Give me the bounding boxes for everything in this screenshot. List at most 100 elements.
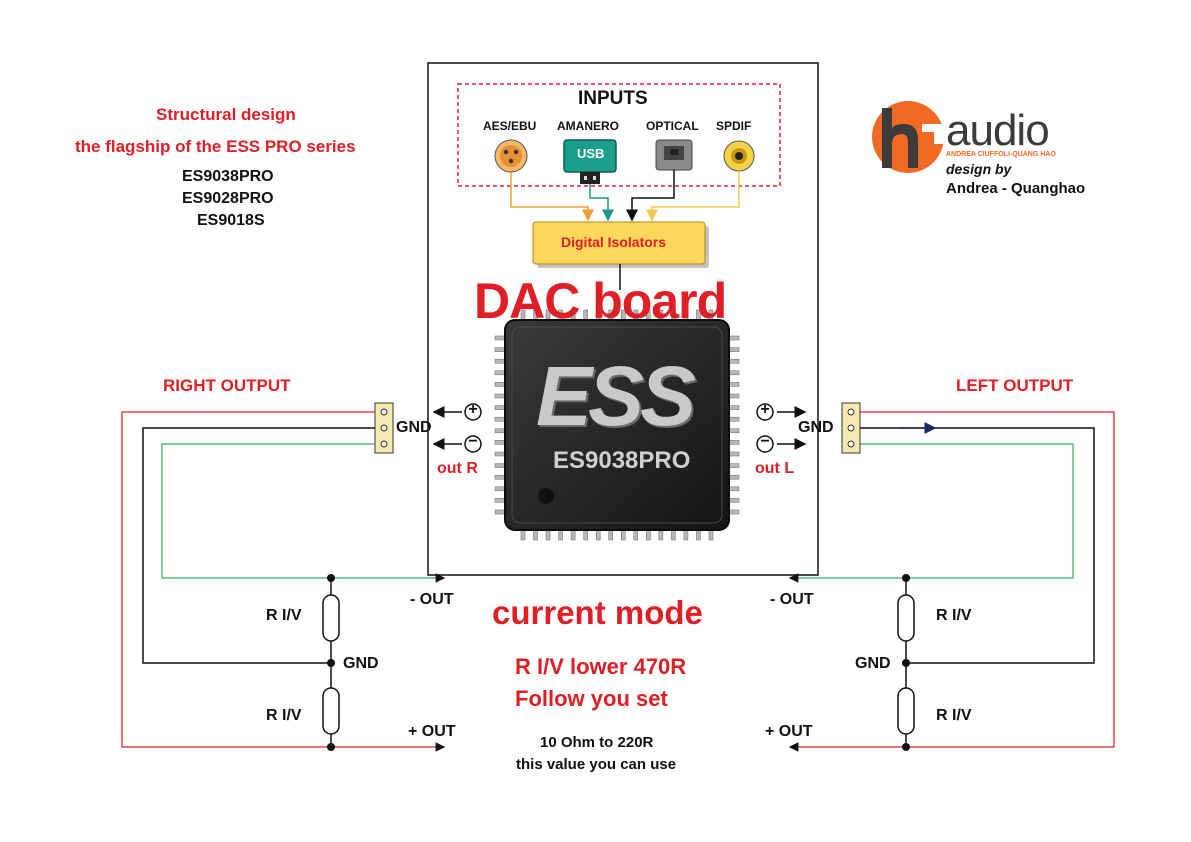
digital-isolators-box — [532, 221, 706, 265]
chip-pin — [728, 347, 740, 352]
minus-sign-right: − — [468, 433, 478, 450]
left-riv-top: R I/V — [936, 607, 972, 624]
optical-connector-icon — [655, 139, 693, 171]
usb-label: USB — [577, 146, 605, 161]
left-minus-out: - OUT — [770, 591, 814, 608]
chip-pin — [494, 474, 506, 480]
plus-sign-left: + — [760, 401, 770, 418]
right-riv-top: R I/V — [266, 607, 302, 624]
plus-badge-right — [464, 403, 482, 421]
range-note-line1: 10 Ohm to 220R — [540, 734, 654, 751]
current-mode-label: current mode — [492, 594, 703, 631]
chip-pin — [728, 451, 740, 457]
chip-pin — [728, 416, 740, 422]
right-plus-out: + OUT — [408, 723, 456, 740]
left-plus-wire — [788, 411, 1115, 752]
plus-sign-right: + — [468, 401, 478, 418]
left-output-title: LEFT OUTPUT — [956, 376, 1074, 395]
left-header-gnd: GND — [798, 419, 834, 436]
chip-name-1: ES9038PRO — [182, 168, 274, 185]
chip-pin — [621, 529, 626, 541]
chip-pin — [558, 529, 563, 541]
right-output-title: RIGHT OUTPUT — [163, 376, 291, 395]
chip-pin — [494, 451, 506, 457]
chip-pin — [595, 529, 601, 541]
input-label-aes: AES/EBU — [483, 119, 537, 133]
isolators-label: Digital Isolators — [561, 234, 667, 250]
riv-note-line2: Follow you set — [515, 686, 668, 711]
chip-pin — [708, 529, 714, 541]
out-l-label: out L — [755, 460, 795, 477]
chip-pin — [683, 529, 689, 541]
input-label-amanero: AMANERO — [557, 119, 619, 133]
right-header-gnd: GND — [396, 419, 432, 436]
chip-pin — [728, 335, 740, 341]
riv-note-line1: R I/V lower 470R — [515, 654, 687, 679]
chip-pin — [494, 440, 506, 445]
range-note-line2: this value you can use — [516, 756, 677, 773]
left-riv-bottom: R I/V — [936, 707, 972, 724]
right-riv-bottom: R I/V — [266, 707, 302, 724]
inputs-frame — [457, 83, 781, 187]
chip-pin — [696, 529, 701, 541]
chip-pin — [633, 529, 639, 541]
left-plus-out: + OUT — [765, 723, 813, 740]
chip-pin — [494, 463, 506, 468]
logo-design-by: design by — [946, 161, 1012, 177]
logo-brand: audio — [946, 106, 1050, 155]
left-riv-resistor-top — [897, 594, 915, 642]
chip-pin — [728, 474, 740, 480]
chip-pin — [728, 440, 740, 445]
chip-pin — [494, 335, 506, 341]
right-riv-resistor-bottom — [322, 687, 340, 735]
spdif-wire — [646, 171, 740, 222]
chip-pin — [728, 405, 740, 410]
header-title-line1: Structural design — [156, 105, 296, 124]
inputs-title: INPUTS — [578, 88, 648, 109]
input-label-optical: OPTICAL — [646, 119, 699, 133]
chip-pin — [646, 529, 651, 541]
left-minus-wire — [788, 443, 1074, 583]
right-plus-wire — [121, 411, 446, 752]
right-gnd-wire — [142, 427, 375, 664]
chip-pin — [520, 529, 526, 541]
h-logo-icon — [872, 101, 944, 173]
chip-pin — [545, 529, 551, 541]
chip-pin — [494, 393, 506, 399]
left-network-gnd: GND — [855, 655, 891, 672]
chip-pin — [728, 498, 740, 503]
logo-authors: Andrea - Quanghao — [946, 180, 1086, 197]
chip-pin — [494, 428, 506, 434]
right-minus-wire — [161, 443, 446, 583]
chip-pin — [494, 416, 506, 422]
minus-badge-right — [464, 435, 482, 453]
chip-pin — [728, 358, 740, 364]
chip-name-2: ES9028PRO — [182, 190, 274, 207]
chip-pin — [533, 529, 538, 541]
chip-pin — [728, 463, 740, 468]
usb-connector-icon — [563, 139, 617, 184]
chip-pin — [728, 393, 740, 399]
left-gnd-wire — [860, 427, 1095, 664]
usb-wire — [589, 184, 614, 222]
chip-pin — [671, 529, 676, 541]
minus-sign-left: − — [760, 433, 770, 450]
chip-pin — [658, 529, 664, 541]
xlr-connector-icon — [494, 139, 528, 173]
logo-tagline: ANDREA CIUFFOLI-QUANG HAO — [946, 151, 1056, 158]
chip-pin — [728, 509, 740, 515]
left-riv-resistor-bottom — [897, 687, 915, 735]
chip-pin — [494, 382, 506, 387]
chip-pin — [728, 428, 740, 434]
chip-pin — [570, 529, 576, 541]
chip-pin — [494, 509, 506, 515]
out-r-label: out R — [437, 460, 478, 477]
right-minus-out: - OUT — [410, 591, 454, 608]
chip-pin — [494, 358, 506, 364]
right-riv-resistor-top — [322, 594, 340, 642]
right-output-header — [374, 402, 394, 454]
chip-pin — [494, 498, 506, 503]
chip-pin — [494, 486, 506, 492]
plus-badge-left — [756, 403, 774, 421]
